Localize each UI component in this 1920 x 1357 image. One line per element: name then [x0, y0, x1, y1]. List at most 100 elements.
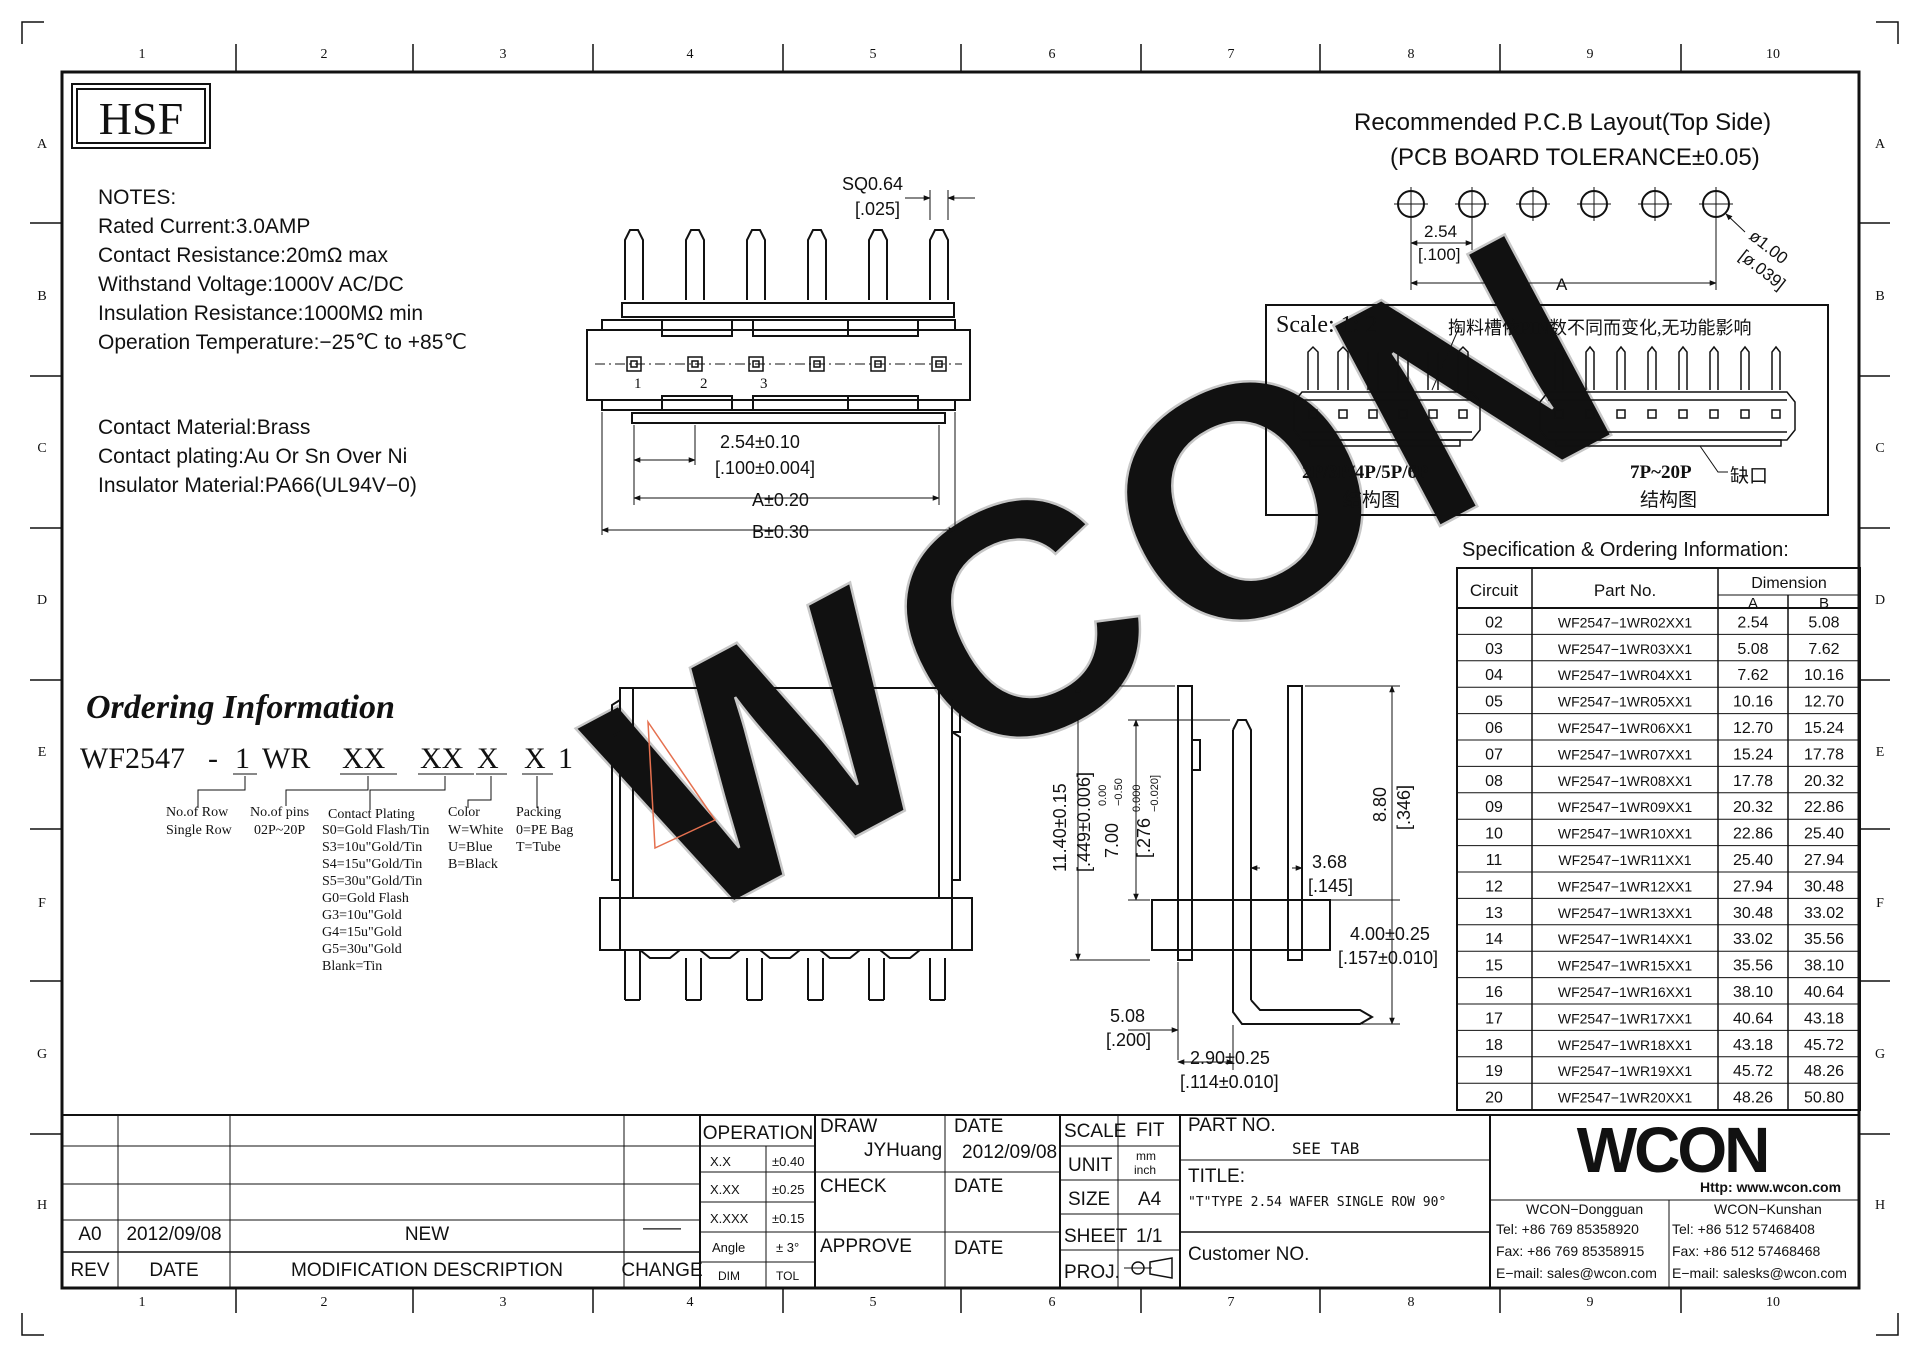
- col-label: 1: [139, 1295, 146, 1310]
- svg-text:2: 2: [700, 376, 708, 392]
- svg-text:02P~20P: 02P~20P: [254, 823, 305, 838]
- bottom-view: [599, 687, 973, 1001]
- note-line: Contact Resistance:20mΩ max: [98, 244, 388, 267]
- note-line: Rated Current:3.0AMP: [98, 215, 310, 238]
- svg-text:REV: REV: [70, 1260, 109, 1281]
- svg-text:WR: WR: [262, 742, 310, 775]
- table-cell-part: WF2547−1WR13XX1: [1558, 905, 1692, 921]
- note-line: Withstand Voltage:1000V AC/DC: [98, 273, 404, 296]
- col-label: 7: [1228, 1295, 1235, 1310]
- svg-text:SIZE: SIZE: [1068, 1189, 1110, 1210]
- table-cell-dim-a: 2.54: [1737, 614, 1768, 631]
- table-cell-part: WF2547−1WR10XX1: [1558, 826, 1692, 842]
- svg-text:2.54: 2.54: [1424, 222, 1457, 241]
- col-label: 3: [500, 47, 507, 62]
- spec-table: Specification & Ordering Information: Ci…: [1456, 539, 1861, 1111]
- table-cell-part: WF2547−1WR04XX1: [1558, 667, 1692, 683]
- svg-text:结构图: 结构图: [1640, 489, 1697, 511]
- svg-text:−0.50: −0.50: [1113, 778, 1125, 806]
- svg-text:Part No.: Part No.: [1594, 581, 1656, 600]
- wcon-logo: WCON: [1577, 1114, 1768, 1186]
- spec-title: Specification & Ordering Information:: [1462, 539, 1789, 561]
- table-cell-dim-a: 38.10: [1733, 984, 1773, 1001]
- row-label: A: [37, 137, 48, 152]
- table-cell-part: WF2547−1WR02XX1: [1558, 614, 1692, 630]
- svg-text:1: 1: [558, 742, 573, 775]
- table-cell-dim-b: 38.10: [1804, 958, 1844, 975]
- svg-text:X: X: [477, 742, 499, 775]
- table-cell-dim-a: 33.02: [1733, 931, 1773, 948]
- svg-text:FIT: FIT: [1136, 1120, 1165, 1141]
- svg-text:Fax: +86 769 85358915: Fax: +86 769 85358915: [1496, 1243, 1645, 1259]
- table-cell-circuit: 12: [1485, 878, 1503, 895]
- table-cell-dim-b: 45.72: [1804, 1037, 1844, 1054]
- table-cell-circuit: 10: [1485, 826, 1503, 843]
- table-cell-circuit: 08: [1485, 773, 1503, 790]
- svg-text:S5=30u"Gold/Tin: S5=30u"Gold/Tin: [322, 874, 422, 889]
- svg-text:[.025]: [.025]: [855, 199, 900, 219]
- table-cell-part: WF2547−1WR12XX1: [1558, 878, 1692, 894]
- table-cell-circuit: 04: [1485, 667, 1503, 684]
- svg-text:DATE: DATE: [954, 1238, 1003, 1259]
- col-label: 10: [1766, 1295, 1780, 1310]
- svg-text:T=Tube: T=Tube: [516, 840, 561, 855]
- table-cell-circuit: 19: [1485, 1063, 1503, 1080]
- svg-text:DIM: DIM: [718, 1269, 740, 1283]
- col-label: 2: [321, 1295, 328, 1310]
- row-label: C: [1875, 441, 1884, 456]
- svg-text:[.449±0.006]: [.449±0.006]: [1074, 772, 1094, 872]
- ordering-heading: Ordering Information: [86, 689, 395, 726]
- table-cell-dim-b: 5.08: [1808, 614, 1839, 631]
- svg-text:2.54±0.10: 2.54±0.10: [720, 432, 800, 452]
- table-cell-dim-a: 45.72: [1733, 1063, 1773, 1080]
- table-cell-dim-b: 35.56: [1804, 931, 1844, 948]
- svg-text:2012/09/08: 2012/09/08: [126, 1224, 221, 1245]
- row-label: E: [38, 745, 47, 760]
- col-label: 1: [139, 47, 146, 62]
- svg-text:1: 1: [634, 376, 642, 392]
- svg-text:SHEET: SHEET: [1064, 1226, 1128, 1247]
- svg-text:±0.25: ±0.25: [772, 1182, 804, 1197]
- col-label: 8: [1408, 1295, 1415, 1310]
- svg-text:结构图: 结构图: [1343, 489, 1400, 511]
- mini-connector-left: [1293, 345, 1481, 447]
- table-cell-part: WF2547−1WR06XX1: [1558, 720, 1692, 736]
- table-cell-circuit: 06: [1485, 720, 1503, 737]
- table-cell-dim-a: 17.78: [1733, 773, 1773, 790]
- svg-text:APPROVE: APPROVE: [820, 1236, 912, 1257]
- svg-text:MODIFICATION DESCRIPTION: MODIFICATION DESCRIPTION: [291, 1260, 563, 1281]
- svg-text:1: 1: [235, 742, 250, 775]
- table-cell-dim-a: 30.48: [1733, 905, 1773, 922]
- svg-text:1/1: 1/1: [1136, 1226, 1162, 1247]
- table-cell-circuit: 17: [1485, 1010, 1503, 1027]
- table-cell-part: WF2547−1WR05XX1: [1558, 694, 1692, 710]
- svg-text:± 3°: ± 3°: [776, 1240, 799, 1255]
- svg-text:3.68: 3.68: [1312, 852, 1347, 872]
- table-cell-circuit: 03: [1485, 641, 1503, 658]
- svg-text:Tel: +86 769 85358920: Tel: +86 769 85358920: [1496, 1221, 1639, 1237]
- col-label: 8: [1408, 47, 1415, 62]
- material-line: Contact plating:Au Or Sn Over Ni: [98, 445, 407, 468]
- table-cell-dim-b: 30.48: [1804, 878, 1844, 895]
- mini-connector-right: [1539, 345, 1796, 473]
- side-view: [1070, 685, 1400, 1070]
- svg-text:E−mail: salesks@wcon.com: E−mail: salesks@wcon.com: [1672, 1265, 1847, 1281]
- svg-text:2.90±0.25: 2.90±0.25: [1190, 1048, 1270, 1068]
- table-cell-part: WF2547−1WR07XX1: [1558, 746, 1692, 762]
- svg-text:XX: XX: [420, 742, 464, 775]
- svg-text:[.114±0.010]: [.114±0.010]: [1180, 1072, 1279, 1092]
- svg-text:A: A: [1748, 595, 1758, 612]
- scale-box: Scale: 1: 2 掏料槽依PIN数不同而变化,无功能影响: [1265, 304, 1829, 516]
- table-cell-part: WF2547−1WR11XX1: [1558, 852, 1691, 868]
- row-label: H: [37, 1198, 47, 1213]
- pcb-title: Recommended P.C.B Layout(Top Side): [1354, 109, 1771, 136]
- polarity-triangle: [647, 719, 717, 850]
- row-label: E: [1876, 745, 1885, 760]
- svg-text:−0.020]: −0.020]: [1149, 775, 1161, 812]
- table-cell-dim-b: 33.02: [1804, 905, 1844, 922]
- table-cell-dim-b: 10.16: [1804, 667, 1844, 684]
- table-cell-dim-a: 43.18: [1733, 1037, 1773, 1054]
- svg-text:2P/3P/4P/5P/6P: 2P/3P/4P/5P/6P: [1302, 462, 1429, 483]
- svg-text:[.346]: [.346]: [1394, 785, 1414, 830]
- front-pins: [624, 229, 949, 300]
